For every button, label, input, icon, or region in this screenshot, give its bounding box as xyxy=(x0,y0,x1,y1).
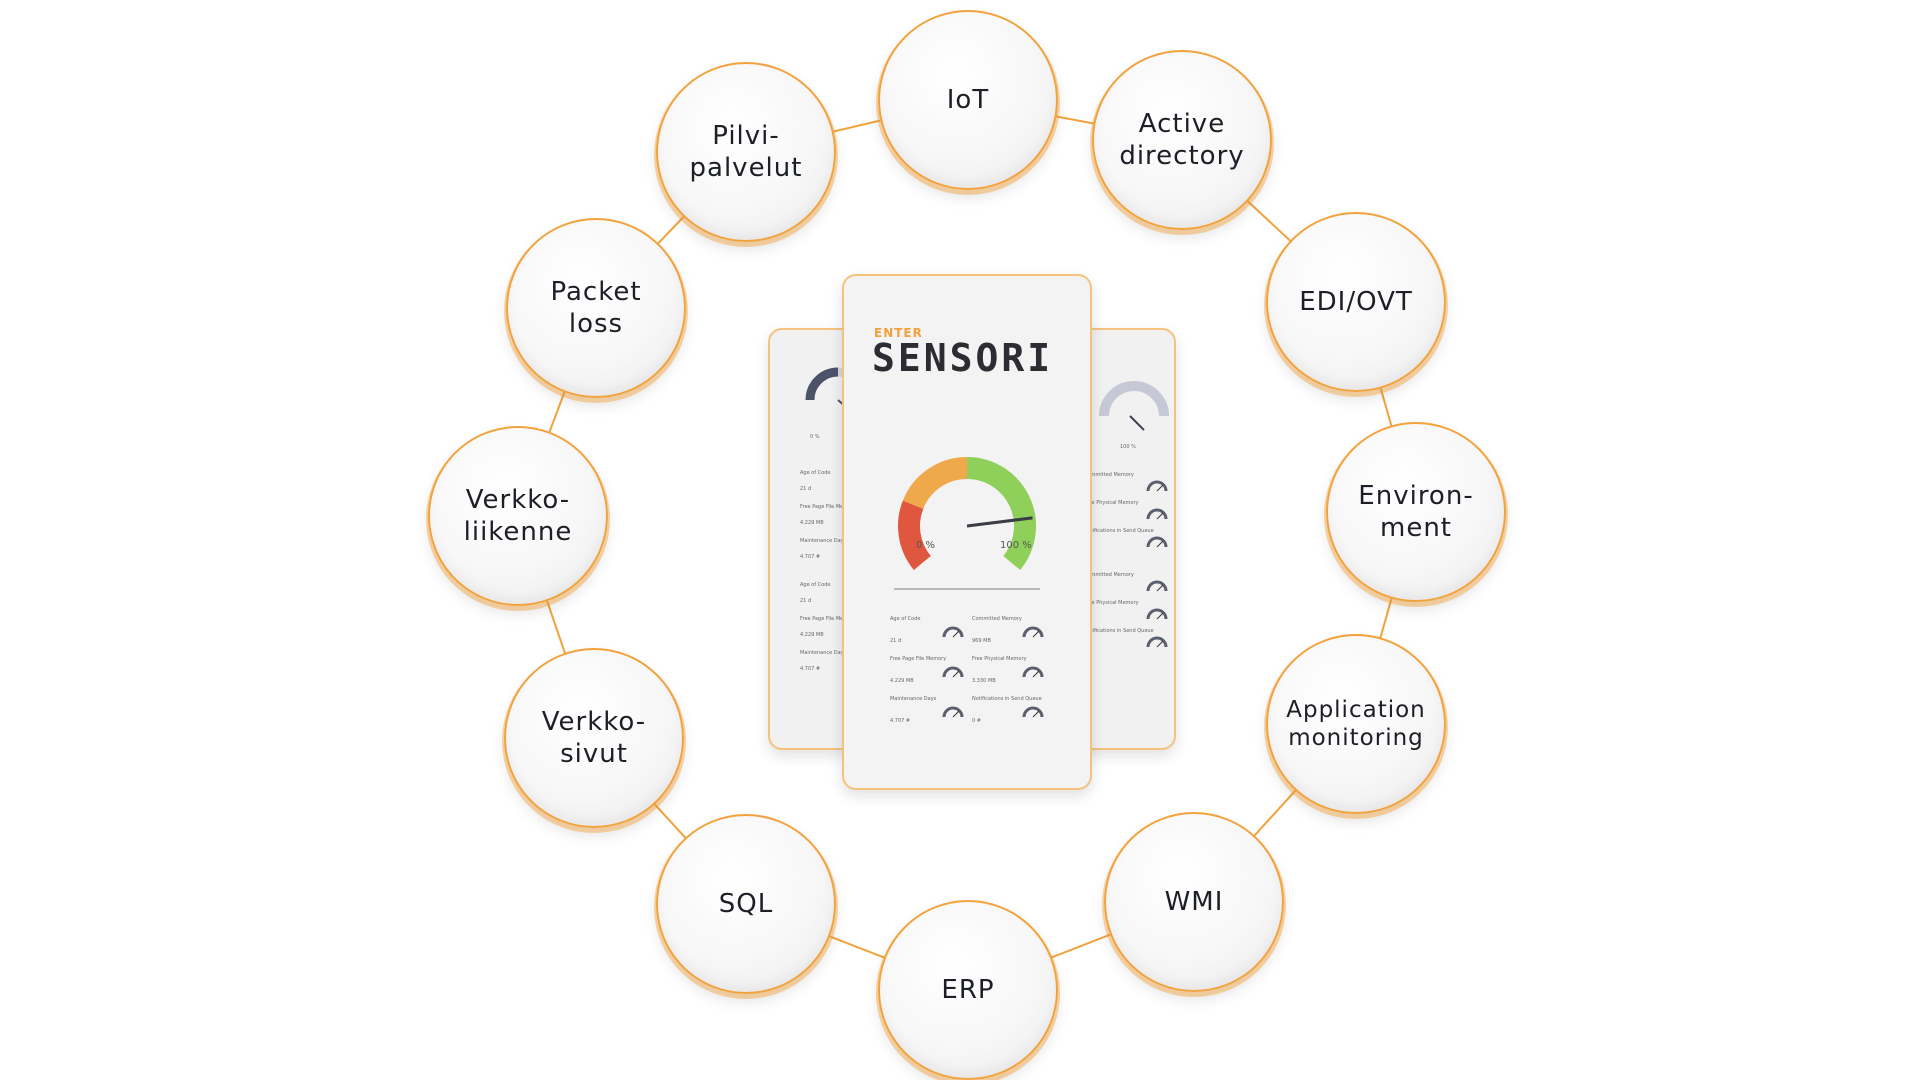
brand-sensori: SENSORI xyxy=(872,336,1054,380)
node-iot: IoT xyxy=(878,10,1058,190)
node-label: Verkko- sivut xyxy=(541,707,647,769)
gauge-arc-low xyxy=(898,500,932,570)
metric-label: Committed Memory xyxy=(972,616,1022,622)
node-edi-ovt: EDI/OVT xyxy=(1266,212,1446,392)
node-environment: Environ- ment xyxy=(1326,422,1506,602)
node-label: Application monitoring xyxy=(1286,697,1426,751)
right-card-mini-gauge xyxy=(1146,636,1168,648)
right-card-label: Free Physical Memory xyxy=(1084,500,1139,506)
metric-label: Free Physical Memory xyxy=(972,656,1027,662)
left-card-value: 4.229 MB xyxy=(800,520,824,526)
left-card-value: 4.229 MB xyxy=(800,632,824,638)
node-label: ERP xyxy=(941,975,995,1005)
node-label: WMI xyxy=(1164,887,1224,917)
metric-value: 0 # xyxy=(972,718,981,724)
left-card-label: Maintenance Days xyxy=(800,650,847,656)
node-verkkosivut: Verkko- sivut xyxy=(504,648,684,828)
gauge-arc-high xyxy=(966,457,1036,570)
left-card-label: Free Page File Memory xyxy=(800,504,857,510)
metric-value: 969 MB xyxy=(972,638,991,644)
node-label: SQL xyxy=(718,889,774,919)
enter-sensori-card: ENTER SENSORI 0 % 100 % Age of Code 21 d C… xyxy=(842,274,1092,790)
metric-mini-gauge xyxy=(1022,626,1044,638)
metric-label: Free Page File Memory xyxy=(890,656,947,662)
node-verkkoliikenne: Verkko- liikenne xyxy=(428,426,608,606)
main-gauge xyxy=(898,457,1036,570)
node-label: Pilvi- palvelut xyxy=(689,121,803,183)
left-card-label: Maintenance Days xyxy=(800,538,847,544)
metric-label: Notifications in Send Queue xyxy=(972,696,1042,702)
node-active-directory: Active directory xyxy=(1092,50,1272,230)
right-card-label: Notifications in Send Queue xyxy=(1084,528,1154,534)
node-label: Environ- ment xyxy=(1358,481,1474,543)
left-card-value: 21 d xyxy=(800,598,812,604)
node-label: IoT xyxy=(946,85,990,115)
node-label: Verkko- liikenne xyxy=(463,485,573,547)
metric-label: Maintenance Days xyxy=(890,696,937,702)
gauge-max-label: 100 % xyxy=(1000,540,1032,551)
node-sql: SQL xyxy=(656,814,836,994)
left-card-label: Free Page File Memory xyxy=(800,616,857,622)
left-card-value: 4.707 # xyxy=(800,554,821,560)
right-card-label: Committed Memory xyxy=(1084,472,1134,478)
metric-mini-gauge xyxy=(942,706,964,718)
card-divider xyxy=(894,588,1040,590)
left-card-value: 4.707 # xyxy=(800,666,821,672)
node-pilvipalvelut: Pilvi- palvelut xyxy=(656,62,836,242)
right-card-gauge xyxy=(1099,381,1169,431)
gauge-needle xyxy=(966,516,1033,528)
gauge-arc-mid xyxy=(902,457,968,510)
right-card-label: Notifications in Send Queue xyxy=(1084,628,1154,634)
left-card-label: Age of Code xyxy=(800,470,831,476)
right-card-label: Free Physical Memory xyxy=(1084,600,1139,606)
left-card-percent: 0 % xyxy=(810,434,820,440)
right-card-percent: 100 % xyxy=(1120,444,1136,450)
metric-mini-gauge xyxy=(1022,706,1044,718)
node-label: EDI/OVT xyxy=(1299,287,1413,317)
metric-mini-gauge xyxy=(942,666,964,678)
left-card-label: Age of Code xyxy=(800,582,831,588)
right-card-mini-gauge xyxy=(1146,508,1168,520)
metric-value: 4.707 # xyxy=(890,718,911,724)
node-label: Packet loss xyxy=(550,277,642,339)
metric-value: 21 d xyxy=(890,638,902,644)
right-card-label: Committed Memory xyxy=(1084,572,1134,578)
node-erp: ERP xyxy=(878,900,1058,1080)
right-card-mini-gauge xyxy=(1146,480,1168,492)
metric-label: Age of Code xyxy=(890,616,921,622)
brand-enter: ENTER xyxy=(874,326,923,340)
node-application-monitoring: Application monitoring xyxy=(1266,634,1446,814)
node-packet-loss: Packet loss xyxy=(506,218,686,398)
metric-mini-gauge xyxy=(1022,666,1044,678)
metric-value: 3.330 MB xyxy=(972,678,996,684)
right-card-mini-gauge xyxy=(1146,536,1168,548)
left-card-value: 21 d xyxy=(800,486,812,492)
metric-mini-gauge xyxy=(942,626,964,638)
node-wmi: WMI xyxy=(1104,812,1284,992)
metric-value: 4.229 MB xyxy=(890,678,914,684)
right-card-mini-gauge xyxy=(1146,580,1168,592)
node-label: Active directory xyxy=(1119,109,1245,171)
gauge-min-label: 0 % xyxy=(916,540,936,551)
right-card-mini-gauge xyxy=(1146,608,1168,620)
